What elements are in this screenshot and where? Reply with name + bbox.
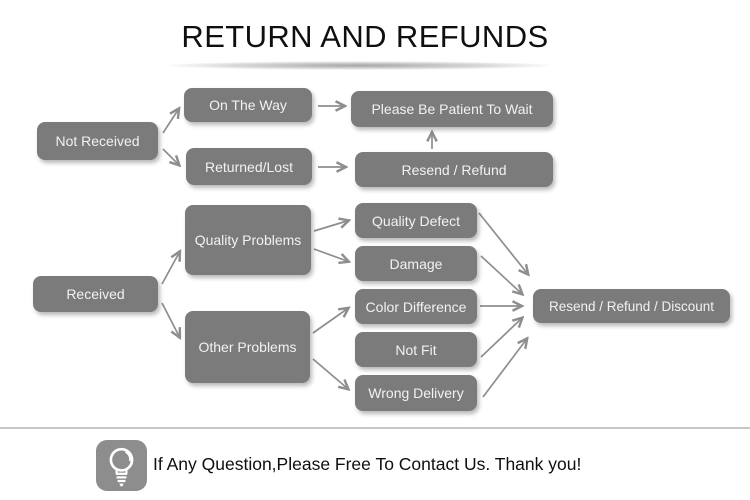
- lightbulb-icon: [96, 440, 147, 491]
- arrow-otherproblems-colordifference: [312, 309, 347, 334]
- node-wrong-delivery: Wrong Delivery: [355, 375, 477, 411]
- node-color-difference: Color Difference: [355, 289, 477, 324]
- node-damage: Damage: [355, 246, 477, 281]
- arrow-notreceived-returnedlost: [162, 148, 178, 164]
- node-not-received: Not Received: [37, 122, 158, 160]
- arrow-otherproblems-wrongdelivery: [312, 358, 347, 388]
- node-resend-refund: Resend / Refund: [355, 152, 553, 187]
- title-underline: [162, 61, 557, 70]
- arrow-qualitydefect-final: [478, 212, 527, 273]
- node-other-problems: Other Problems: [185, 311, 310, 383]
- arrow-notfit-final: [480, 319, 521, 358]
- node-returned-lost: Returned/Lost: [186, 148, 312, 185]
- footer-divider: [0, 427, 750, 429]
- node-not-fit: Not Fit: [355, 332, 477, 367]
- node-please-wait: Please Be Patient To Wait: [351, 91, 553, 127]
- footer-message: If Any Question,Please Free To Contact U…: [153, 454, 582, 474]
- node-resend-refund-discount: Resend / Refund / Discount: [533, 289, 730, 323]
- arrow-qualityproblems-damage: [313, 248, 347, 261]
- arrow-notreceived-ontheway: [162, 110, 178, 134]
- arrow-received-qualityproblems: [161, 253, 179, 285]
- node-on-the-way: On The Way: [184, 88, 312, 122]
- arrow-received-otherproblems: [161, 302, 179, 336]
- node-quality-problems: Quality Problems: [185, 205, 311, 275]
- arrow-wrongdelivery-final: [482, 340, 526, 398]
- arrow-damage-final: [480, 255, 521, 293]
- page-title: RETURN AND REFUNDS: [181, 19, 549, 54]
- node-quality-defect: Quality Defect: [355, 203, 477, 238]
- arrow-qualityproblems-qualitydefect: [313, 221, 347, 232]
- node-received: Received: [33, 276, 158, 312]
